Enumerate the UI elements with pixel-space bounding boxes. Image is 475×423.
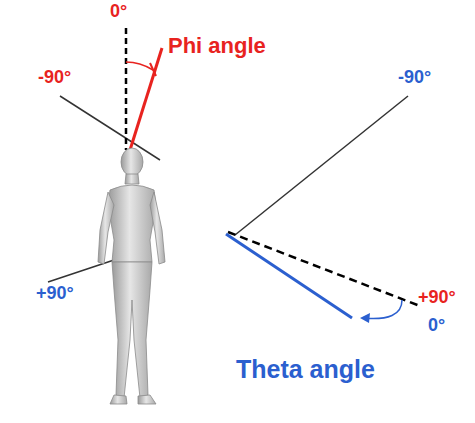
angle-limit-label: -90° — [398, 68, 431, 88]
angle-name: Phi angle — [168, 34, 266, 58]
reference-dashed-line — [228, 232, 420, 306]
reference-dashed-line — [125, 28, 128, 150]
angle-name: Theta angle — [236, 356, 375, 384]
angle-limit-label: +90° — [36, 284, 74, 304]
axis-line — [235, 96, 408, 235]
human-figure — [98, 148, 165, 404]
angle-limit-label: +90° — [418, 288, 456, 308]
angle-zero-label: 0° — [428, 316, 445, 336]
theta-arc-arrowhead — [360, 313, 370, 323]
theta-line — [226, 234, 352, 318]
phi-arc — [126, 62, 153, 70]
angle-limit-label: -90° — [38, 68, 71, 88]
angle-zero-label: 0° — [110, 2, 127, 22]
phi-arc-tick — [150, 63, 156, 76]
